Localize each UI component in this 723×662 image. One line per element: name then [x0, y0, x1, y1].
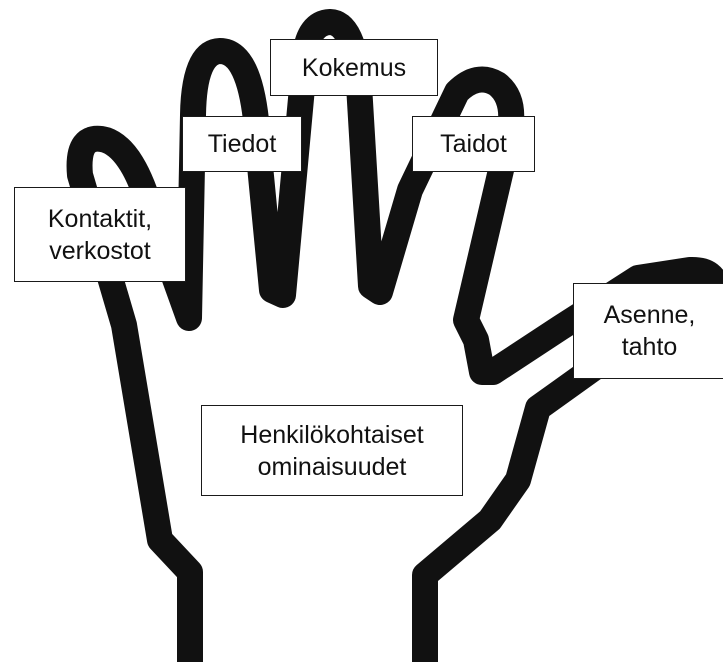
label-kontaktit-verkostot: Kontaktit, verkostot — [14, 187, 186, 282]
label-kokemus: Kokemus — [270, 39, 438, 96]
label-tiedot: Tiedot — [182, 116, 302, 172]
label-henkilokohtaiset-ominaisuudet: Henkilökohtaiset ominaisuudet — [201, 405, 463, 496]
label-taidot: Taidot — [412, 116, 535, 172]
label-asenne-tahto: Asenne, tahto — [573, 283, 723, 379]
